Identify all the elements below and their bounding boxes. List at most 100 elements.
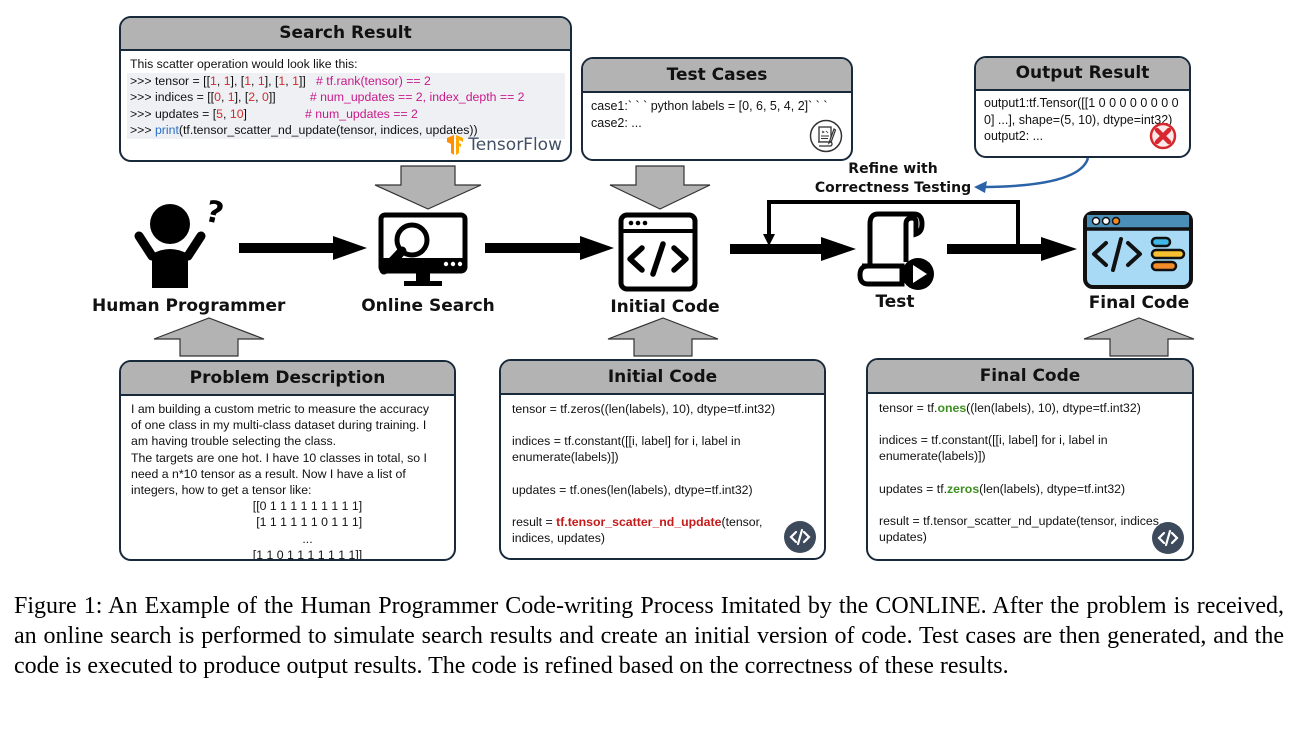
- code-line: enumerate(labels)]): [879, 448, 1181, 464]
- up-arrow-human: [153, 317, 265, 357]
- tensorflow-logo: TensorFlow: [446, 134, 562, 156]
- error-x-icon: [1149, 122, 1177, 150]
- node-label-test: Test: [875, 292, 915, 312]
- refine-loop-arrow: [763, 200, 1020, 246]
- node-label-initial: Initial Code: [610, 297, 720, 317]
- code-line: result = tf.tensor_scatter_nd_update(ten…: [512, 514, 813, 530]
- search-code-line: >>> tensor = [[1, 1], [1, 1], [1, 1]] # …: [130, 73, 565, 90]
- test-cases-box: Test Cases case1:` ` ` python labels = […: [581, 57, 853, 161]
- matrix-row: [1 1 0 1 1 1 1 1 1 1]]: [252, 547, 363, 561]
- code-token: ], [: [234, 90, 249, 104]
- refine-label-line-1: Refine with: [848, 161, 938, 177]
- node-label-human: Human Programmer: [92, 296, 286, 316]
- flow-arrows: [239, 157, 1090, 261]
- up-arrow-final: [1083, 317, 1195, 357]
- problem-text-line: I am building a custom metric to measure…: [131, 402, 429, 416]
- search-result-box: Search Result This scatter operation wou…: [119, 16, 572, 162]
- code-token: enumerate(labels)]): [879, 449, 986, 464]
- output-line-2: 0] ...], shape=(5, 10), dtype=int32): [984, 112, 1173, 127]
- code-token-highlight: 0: [214, 90, 221, 104]
- code-line: updates = tf.ones(len(labels), dtype=tf.…: [512, 482, 813, 498]
- problem-description-title: Problem Description: [121, 362, 454, 396]
- code-badge-icon: [1152, 522, 1184, 554]
- confused-person-icon: ?: [134, 194, 227, 288]
- test-cases-title: Test Cases: [583, 59, 851, 93]
- code-token: indices = [[: [154, 90, 215, 104]
- code-token-highlight: 1: [227, 90, 235, 104]
- tensorflow-icon: [447, 135, 464, 155]
- code-token: ,: [220, 90, 228, 104]
- code-token: ((len(labels), 10), dtype=tf.int32): [966, 401, 1141, 415]
- matrix-row: ...: [302, 531, 313, 546]
- code-token: (tensor,: [721, 514, 763, 529]
- arrow-test-to-final: [947, 237, 1077, 261]
- code-badge-icon: [784, 521, 816, 553]
- feedback-arrow: [974, 157, 1090, 193]
- problem-text-line: of one class in my multi-class dataset d…: [131, 418, 427, 433]
- code-line: indices, updates): [512, 530, 813, 546]
- search-result-title: Search Result: [121, 18, 570, 51]
- code-token-highlight: 1: [257, 73, 265, 88]
- code-line: indices = tf.constant([[i, label] for i,…: [512, 433, 813, 449]
- svg-text:?: ?: [202, 194, 226, 232]
- code-token-highlight: 1: [278, 73, 286, 88]
- arrow-initial-to-test: [730, 237, 856, 261]
- code-token-highlight: 2: [248, 90, 256, 104]
- down-arrow-search: [374, 165, 482, 210]
- code-token: ,: [255, 90, 262, 104]
- code-token-highlight: 1: [223, 73, 231, 88]
- code-statement: result = tf.tensor_scatter_nd_update(ten…: [512, 514, 813, 546]
- search-result-intro: This scatter operation would look like t…: [130, 57, 358, 71]
- down-arrow-initial: [609, 165, 711, 210]
- code-token-highlight: 1: [292, 73, 299, 88]
- code-token: ,: [223, 106, 230, 121]
- problem-text-line: integers, how to get a tensor like:: [131, 483, 312, 498]
- code-statement: result = tf.tensor_scatter_nd_update(ten…: [879, 513, 1181, 545]
- code-token: ]]: [298, 73, 317, 88]
- output-result-title: Output Result: [976, 58, 1189, 91]
- matrix-row: [[0 1 1 1 1 1 1 1 1 1]: [252, 499, 363, 514]
- code-line: updates = tf.zeros(len(labels), dtype=tf…: [879, 481, 1181, 497]
- test-case-line-1: case1:` ` ` python labels = [0, 6, 5, 4,…: [591, 99, 828, 113]
- final-code-box: Final Code tensor = tf.ones((len(labels)…: [866, 358, 1194, 561]
- code-token: indices = tf.constant([[i, label] for i,…: [879, 433, 1108, 448]
- code-token-highlight: tf.tensor_scatter_nd_update: [556, 514, 722, 529]
- initial-code-box: Initial Code tensor = tf.zeros((len(labe…: [499, 359, 826, 560]
- code-statement: tensor = tf.zeros((len(labels), 10), dty…: [512, 401, 813, 417]
- code-line: indices = tf.constant([[i, label] for i,…: [879, 432, 1181, 448]
- search-result-code: >>> tensor = [[1, 1], [1, 1], [1, 1]] # …: [127, 72, 565, 139]
- initial-code-body: tensor = tf.zeros((len(labels), 10), dty…: [501, 395, 824, 552]
- code-token-highlight: # num_updates == 2, index_depth == 2: [309, 90, 525, 104]
- document-pen-icon: [809, 119, 843, 153]
- code-token: ,: [285, 73, 293, 88]
- code-token-highlight: 1: [210, 73, 217, 88]
- node-label-final: Final Code: [1088, 293, 1190, 313]
- problem-text-line: The targets are one hot. I have 10 class…: [131, 450, 427, 465]
- code-token-highlight: 10: [229, 106, 244, 121]
- code-token: >>>: [130, 123, 155, 137]
- code-token: >>>: [130, 90, 155, 104]
- tensorflow-brand: TensorFlow: [468, 135, 562, 155]
- code-token: ], [: [264, 73, 279, 88]
- code-line: tensor = tf.zeros((len(labels), 10), dty…: [512, 401, 813, 417]
- code-token: updates = tf.ones(len(labels), dtype=tf.…: [512, 482, 753, 497]
- code-token: ,: [216, 73, 224, 88]
- code-token: (tf.tensor_scatter_nd_update(tensor, ind…: [178, 123, 478, 137]
- problem-text-line: need a n*10 tensor as a result. Now I ha…: [131, 466, 406, 481]
- code-token: ,: [251, 73, 258, 88]
- code-window-icon: [618, 212, 698, 292]
- search-code-line: >>> updates = [5, 10] # num_updates == 2: [130, 106, 565, 123]
- monitor-search-icon: [378, 212, 468, 286]
- up-arrow-initial: [607, 317, 719, 357]
- code-token: >>>: [130, 73, 155, 88]
- code-token: ], [: [230, 73, 245, 88]
- code-token-highlight: print: [154, 123, 179, 137]
- code-token: tensor = [[: [154, 73, 210, 88]
- code-statement: indices = tf.constant([[i, label] for i,…: [879, 432, 1181, 464]
- problem-description-text: I am building a custom metric to measure…: [131, 401, 444, 498]
- node-label-search: Online Search: [361, 296, 495, 316]
- code-token: updates): [879, 530, 927, 545]
- code-token: updates = tf.: [879, 481, 948, 496]
- code-statement: indices = tf.constant([[i, label] for i,…: [512, 433, 813, 465]
- output-result-box: Output Result output1:tf.Tensor([[1 0 0 …: [974, 56, 1191, 158]
